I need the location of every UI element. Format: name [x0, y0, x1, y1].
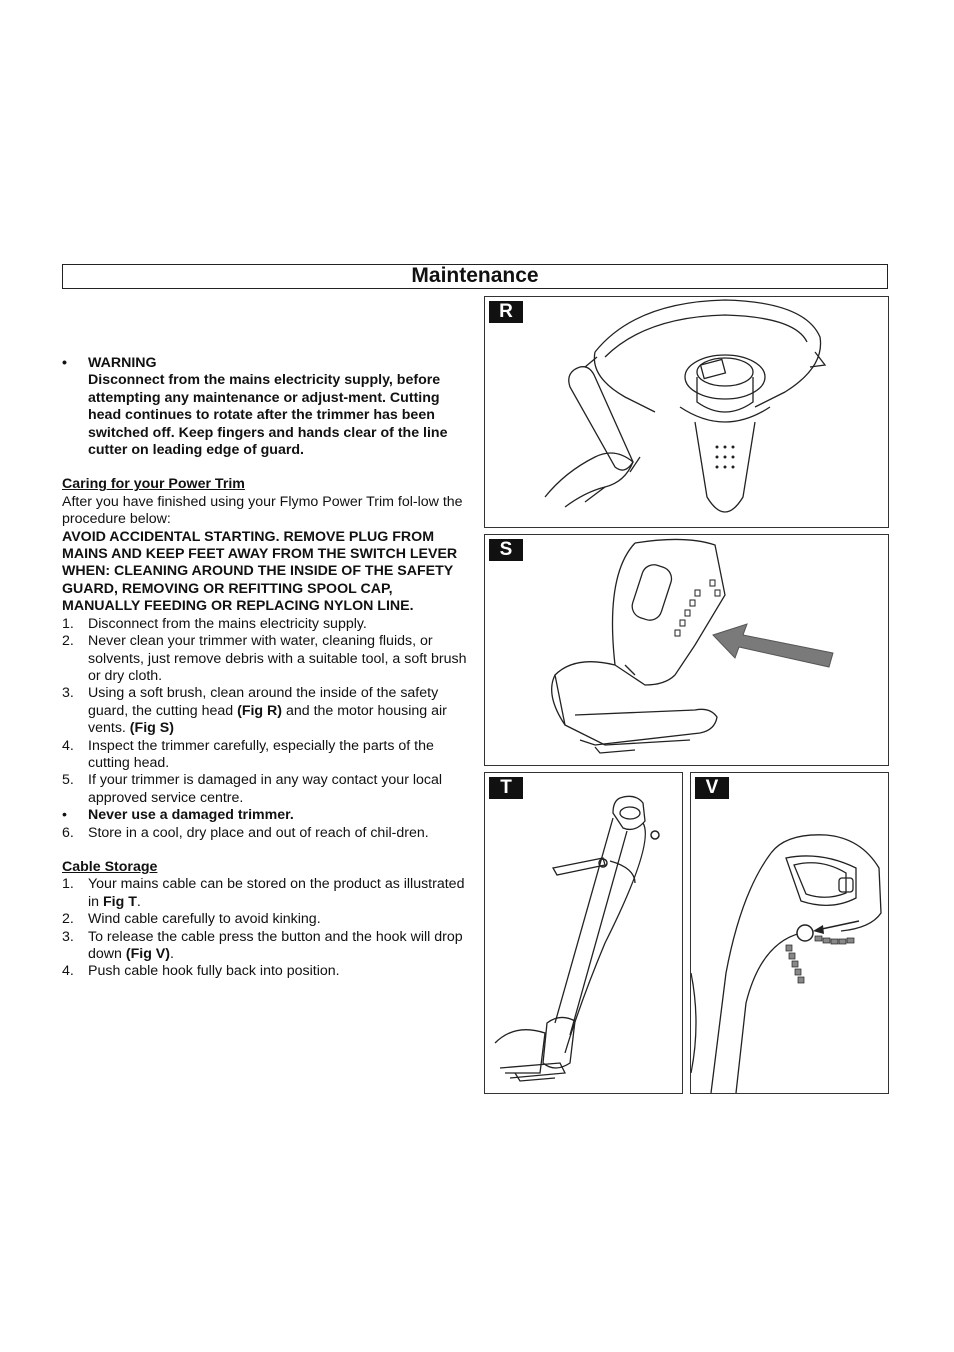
list-item: 2.Never clean your trimmer with water, c…: [62, 633, 467, 684]
caring-caution: AVOID ACCIDENTAL STARTING. REMOVE PLUG F…: [62, 528, 458, 615]
list-item: 3.To release the cable press the button …: [62, 928, 463, 962]
list-item: 5.If your trimmer is damaged in any way …: [62, 772, 443, 806]
section-title-box: Maintenance: [62, 264, 888, 289]
figure-v-illustration: [691, 834, 882, 1094]
fig-r-ref: (Fig R): [237, 702, 283, 719]
list-item: 3.Using a soft brush, clean around the i…: [62, 685, 447, 737]
figure-t-label: T: [489, 777, 523, 799]
warning-heading: WARNING: [88, 355, 157, 371]
figure-v: V: [690, 772, 889, 1094]
figure-r-label: R: [489, 301, 523, 323]
figure-r: R: [484, 296, 889, 528]
cable-heading: Cable Storage: [62, 858, 158, 875]
caring-heading: Caring for your Power Trim: [62, 476, 245, 493]
cable-steps: 1.Your mains cable can be stored on the …: [62, 876, 468, 980]
warning-text: Disconnect from the mains electricity su…: [88, 372, 448, 459]
caring-steps: 1.Disconnect from the mains electricity …: [62, 616, 468, 842]
list-item: 6.Store in a cool, dry place and out of …: [62, 824, 429, 841]
list-item: 2.Wind cable carefully to avoid kinking.: [62, 911, 321, 928]
fig-t-ref: Fig T: [102, 893, 137, 910]
figure-s-label: S: [489, 539, 523, 561]
figure-t: T: [484, 772, 683, 1094]
list-item: •Never use a damaged trimmer.: [62, 807, 294, 824]
fig-s-ref: (Fig S): [129, 720, 174, 737]
list-item: 1.Your mains cable can be stored on the …: [62, 876, 465, 910]
caring-intro: After you have finished using your Flymo…: [62, 493, 463, 528]
figure-v-label: V: [695, 777, 729, 799]
figure-r-illustration: [544, 299, 827, 513]
warning-block: • WARNING Disconnect from the mains elec…: [62, 355, 468, 459]
figure-t-illustration: [494, 795, 660, 1082]
figure-s-illustration: [551, 538, 834, 754]
page-title: Maintenance: [411, 264, 539, 287]
figure-s: S: [484, 534, 889, 766]
list-item: 4.Inspect the trimmer carefully, especia…: [62, 737, 434, 771]
list-item: 4.Push cable hook fully back into positi…: [62, 963, 340, 980]
fig-v-ref: (Fig V): [125, 946, 170, 962]
text-column: • WARNING Disconnect from the mains elec…: [62, 355, 468, 981]
list-item: 1.Disconnect from the mains electricity …: [62, 615, 367, 632]
warning-bullet: •: [62, 355, 67, 371]
